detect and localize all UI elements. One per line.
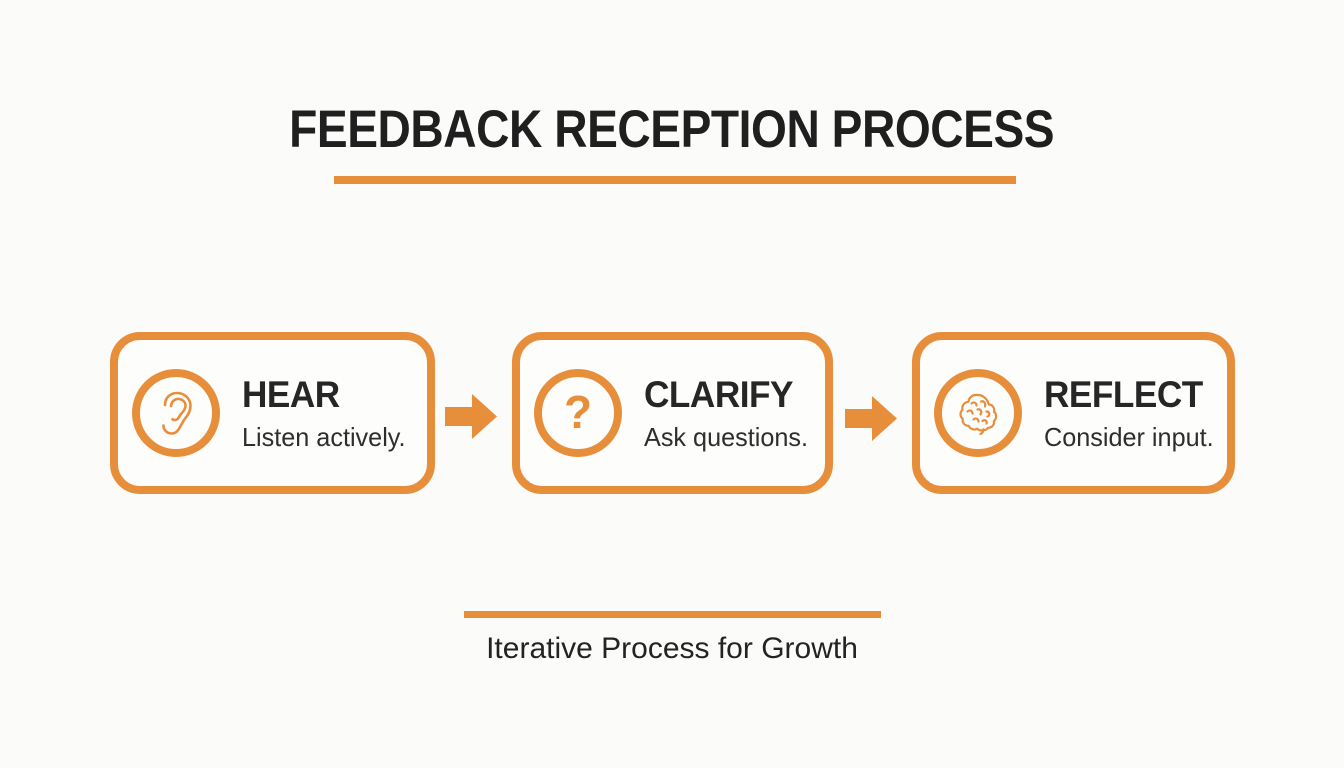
step-card-reflect: REFLECT Consider input. [912,332,1235,494]
step-text-reflect: REFLECT Consider input. [1044,373,1219,452]
step-desc-hear: Listen actively. [242,421,406,452]
footer-divider [464,611,881,618]
footer-caption: Iterative Process for Growth [486,632,858,665]
step-card-hear: HEAR Listen actively. [110,332,435,494]
title-underline [334,176,1016,184]
step-desc-reflect: Consider input. [1044,421,1214,452]
question-mark-icon: ? [563,386,593,438]
flow-arrow-2 [845,396,897,446]
step-text-hear: HEAR Listen actively. [242,373,411,452]
page-title-text: FEEDBACK RECEPTION PROCESS [289,100,1055,159]
ear-icon [152,388,200,438]
step-card-clarify: ? CLARIFY Ask questions. [512,332,833,494]
step-text-clarify: CLARIFY Ask questions. [644,373,813,452]
step-label-reflect: REFLECT [1044,373,1203,415]
page-title: FEEDBACK RECEPTION PROCESS [0,100,1344,160]
question-mark-icon-ring: ? [534,369,622,457]
step-label-clarify: CLARIFY [644,373,793,415]
step-label-hear: HEAR [242,373,340,415]
brain-icon-ring [934,369,1022,457]
step-desc-clarify: Ask questions. [644,421,809,452]
brain-icon [954,390,1002,436]
flow-arrow-1 [445,394,497,444]
ear-icon-ring [132,369,220,457]
